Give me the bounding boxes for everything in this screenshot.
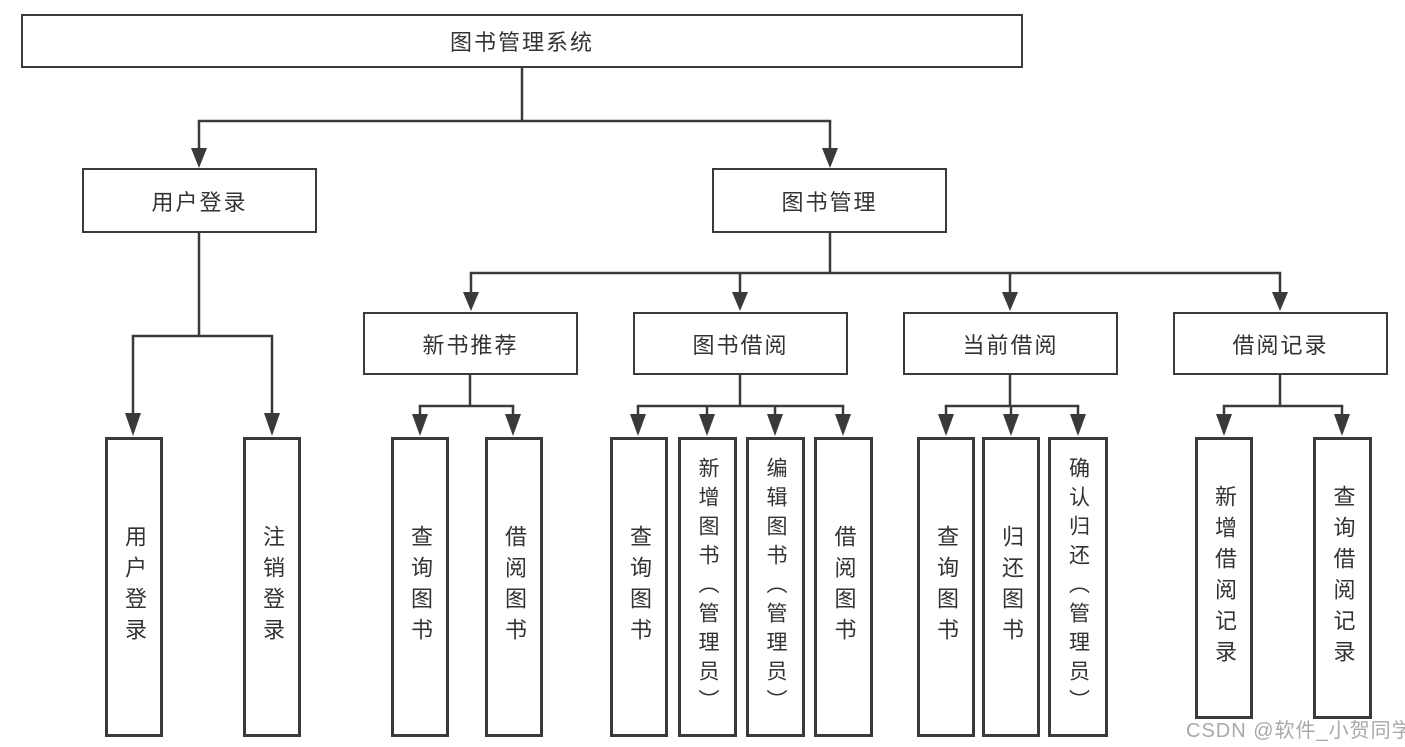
edge-user-login-children [125, 233, 280, 436]
leaf-bb-query-books-label: 查询图书 [627, 525, 652, 649]
leaf-nb-borrow-books-label: 借阅图书 [502, 525, 527, 649]
leaf-cb-confirm-return-label: 确认归还（管理员） [1066, 456, 1090, 718]
edge-book-borrow-children [630, 375, 851, 436]
node-user-login-label: 用户登录 [151, 189, 248, 215]
edge-book-mgmt-to-level3 [463, 233, 1288, 311]
leaf-nb-query-books-label: 查询图书 [408, 525, 433, 649]
leaf-bb-borrow-books-label: 借阅图书 [831, 525, 857, 649]
leaf-cb-query-books-label: 查询图书 [934, 525, 959, 649]
leaf-bb-edit-books-label: 编辑图书（管理员） [764, 456, 787, 718]
leaf-br-add-record-label: 新增借阅记录 [1212, 485, 1237, 671]
leaf-nb-borrow-books: 借阅图书 [485, 437, 543, 737]
leaf-user-login-label: 用户登录 [122, 525, 147, 649]
leaf-cb-return-books: 归还图书 [982, 437, 1040, 737]
node-book-borrow: 图书借阅 [633, 312, 848, 375]
node-book-mgmt: 图书管理 [712, 168, 947, 233]
leaf-cb-confirm-return: 确认归还（管理员） [1048, 437, 1108, 737]
leaf-bb-add-books-label: 新增图书（管理员） [696, 456, 719, 718]
leaf-bb-add-books: 新增图书（管理员） [678, 437, 737, 737]
node-borrow-records: 借阅记录 [1173, 312, 1388, 375]
leaf-bb-edit-books: 编辑图书（管理员） [746, 437, 805, 737]
leaf-bb-borrow-books: 借阅图书 [814, 437, 873, 737]
leaf-br-add-record: 新增借阅记录 [1195, 437, 1253, 719]
node-borrow-records-label: 借阅记录 [1232, 332, 1329, 358]
node-current-borrow: 当前借阅 [903, 312, 1118, 375]
node-book-mgmt-label: 图书管理 [781, 189, 878, 215]
watermark: CSDN @软件_小贺同学 [1186, 720, 1405, 742]
edge-current-borrow-children [938, 375, 1086, 436]
leaf-bb-query-books: 查询图书 [610, 437, 668, 737]
node-root-label: 图书管理系统 [449, 30, 594, 55]
leaf-br-query-record-label: 查询借阅记录 [1330, 485, 1356, 671]
leaf-logout: 注销登录 [243, 437, 301, 737]
leaf-user-login: 用户登录 [105, 437, 163, 737]
node-user-login: 用户登录 [82, 168, 317, 233]
node-current-borrow-label: 当前借阅 [962, 332, 1059, 358]
node-root: 图书管理系统 [21, 14, 1023, 68]
node-new-books-label: 新书推荐 [422, 332, 519, 358]
edge-root-to-level2 [191, 68, 838, 168]
leaf-nb-query-books: 查询图书 [391, 437, 449, 737]
node-new-books: 新书推荐 [363, 312, 578, 375]
edge-borrow-records-children [1216, 375, 1350, 436]
leaf-cb-query-books: 查询图书 [917, 437, 975, 737]
node-book-borrow-label: 图书借阅 [692, 332, 789, 358]
leaf-cb-return-books-label: 归还图书 [999, 525, 1024, 649]
leaf-br-query-record: 查询借阅记录 [1313, 437, 1372, 719]
leaf-logout-label: 注销登录 [260, 525, 285, 649]
edge-new-books-children [412, 375, 521, 436]
